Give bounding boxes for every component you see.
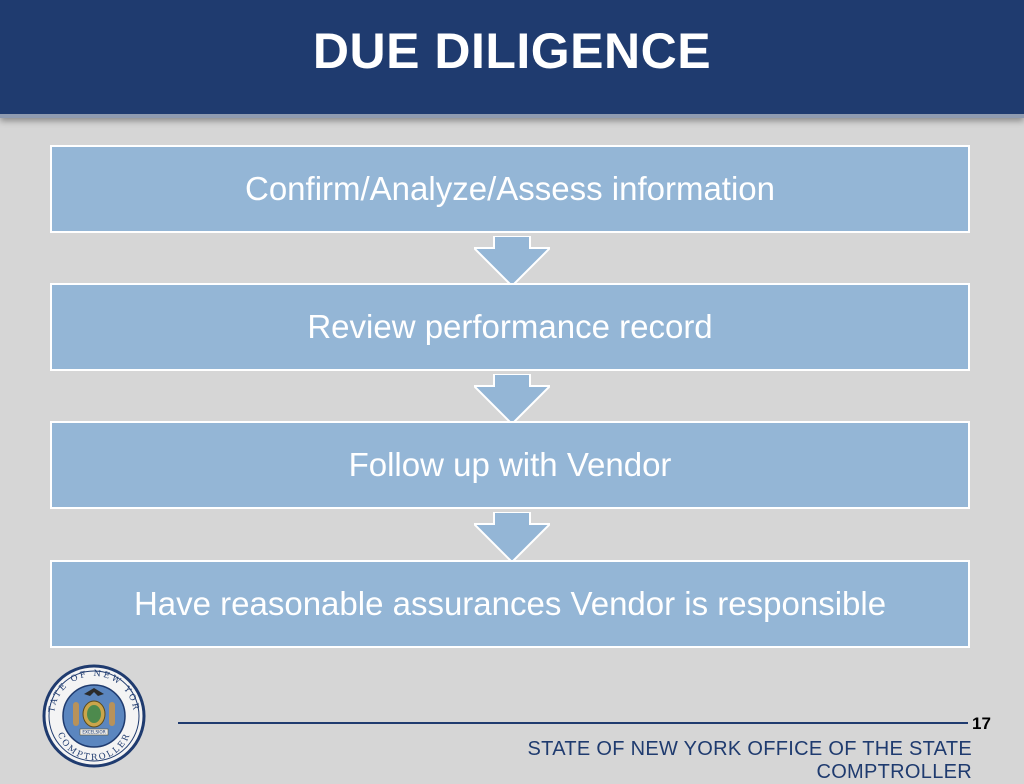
process-step-4: Have reasonable assurances Vendor is res… — [50, 560, 970, 648]
seal-motto: EXCELSIOR — [82, 730, 105, 735]
down-arrow-icon — [474, 374, 550, 424]
footer-organization: STATE OF NEW YORK OFFICE OF THE STATE CO… — [527, 738, 972, 783]
page-number: 17 — [972, 714, 991, 733]
process-step-2: Review performance record — [50, 283, 970, 371]
slide-header: DUE DILIGENCE — [0, 0, 1024, 118]
footer-rule — [178, 722, 968, 724]
slide-title: DUE DILIGENCE — [312, 23, 712, 79]
process-step-1: Confirm/Analyze/Assess information — [50, 145, 970, 233]
down-arrow-icon — [474, 236, 550, 286]
down-arrow-icon — [474, 512, 550, 562]
process-step-3: Follow up with Vendor — [50, 421, 970, 509]
ny-comptroller-seal-icon: STATE OF NEW YORK COMPTROLLER EXCELSIOR — [40, 664, 146, 768]
